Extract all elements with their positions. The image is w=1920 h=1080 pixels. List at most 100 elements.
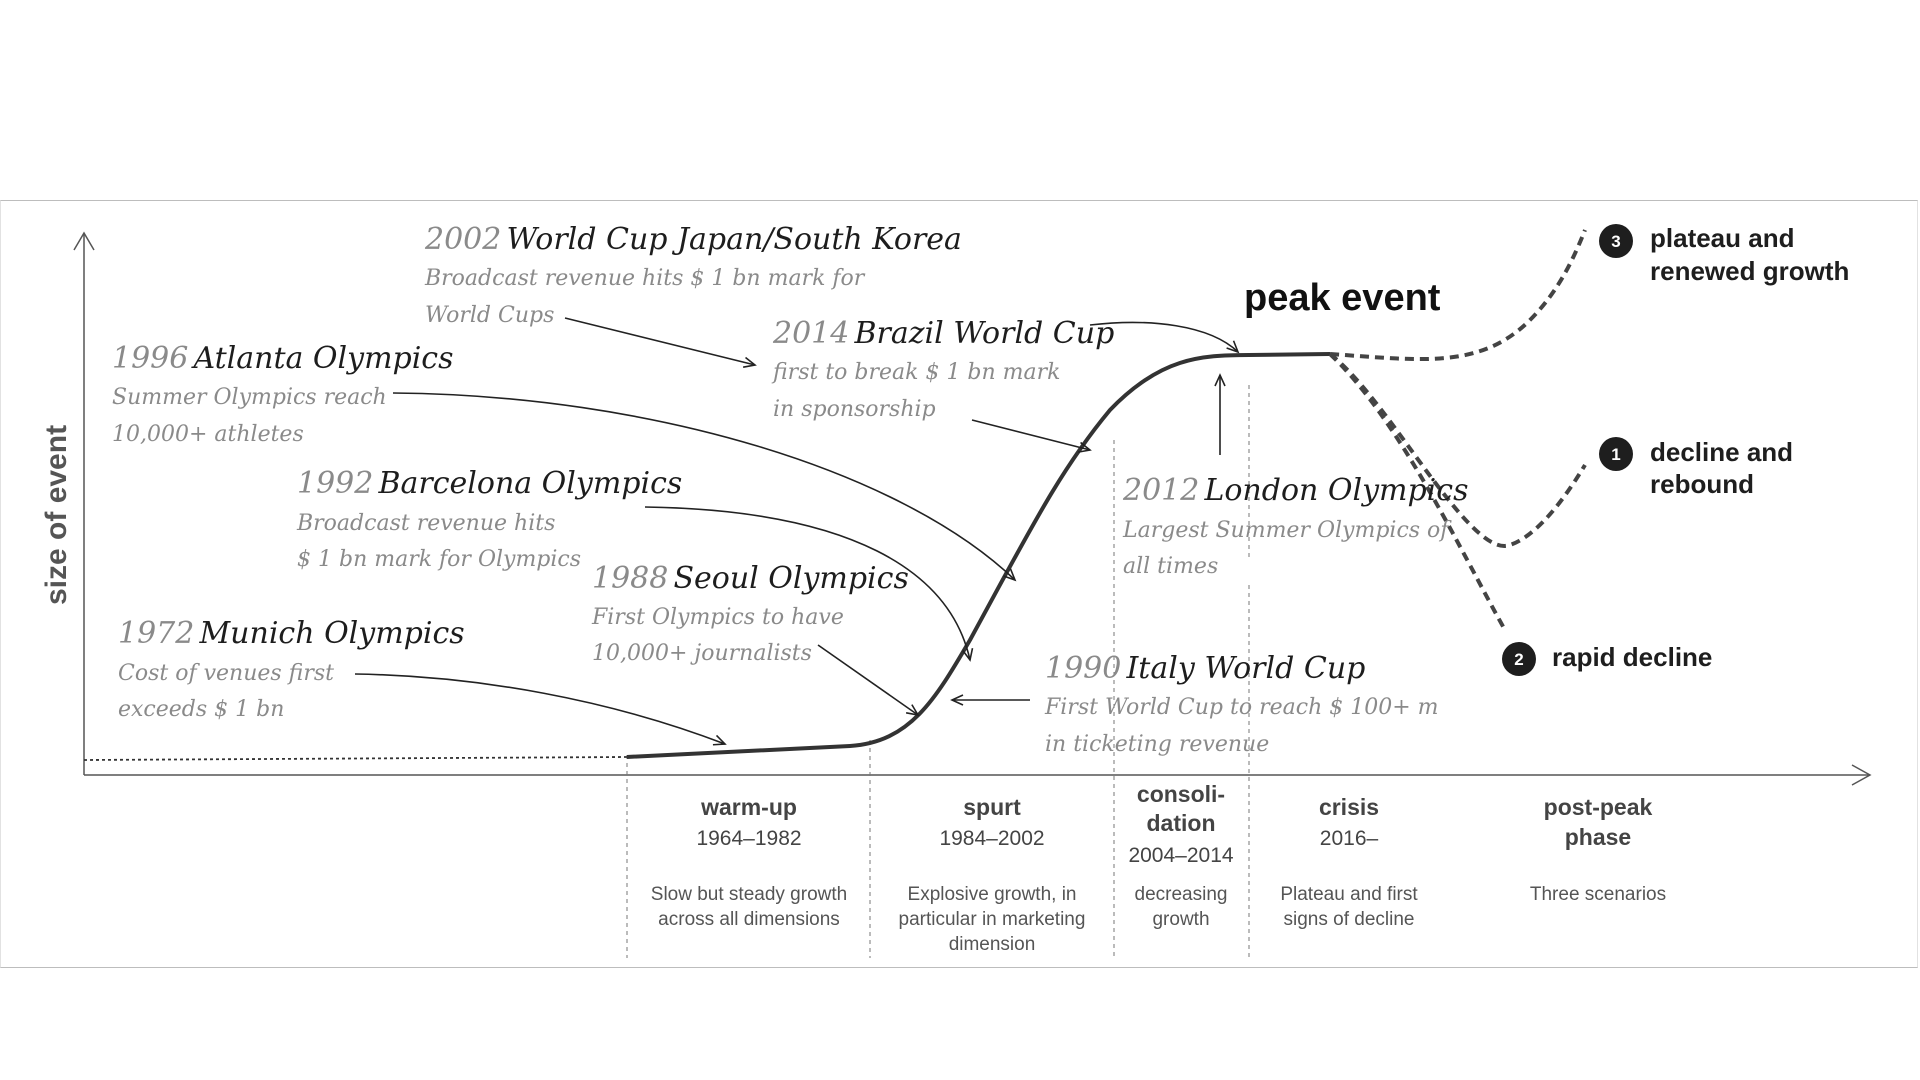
arrow-1988 <box>817 644 920 717</box>
event-desc-line: $ 1 bn mark for Olympics <box>297 547 581 572</box>
arrow-1972 <box>354 673 727 746</box>
event-2014: 2014 Brazil World Cup first to break $ 1… <box>771 316 1114 422</box>
scenario-label-line: plateau and <box>1650 223 1794 253</box>
phase-crisis: crisis 2016– Plateau and first signs of … <box>1280 794 1418 930</box>
event-1990: 1990 Italy World Cup First World Cup to … <box>1044 651 1439 757</box>
phase-desc-line: Slow but steady growth <box>651 884 847 905</box>
scenario-label-line: decline and <box>1650 437 1793 467</box>
y-axis <box>73 231 95 775</box>
svg-text:2012 London Olympics: 2012 London Olympics <box>1122 473 1468 508</box>
event-desc-line: in sponsorship <box>773 397 936 422</box>
event-desc-line: Broadcast revenue hits <box>296 511 555 536</box>
scenario-badge <box>1599 224 1633 258</box>
phase-years: 1984–2002 <box>939 827 1044 850</box>
scenario-3-line <box>1329 229 1587 362</box>
phase-name: crisis <box>1319 794 1379 820</box>
event-name: Brazil World Cup <box>853 316 1114 351</box>
y-axis-label: size of event <box>40 425 73 605</box>
phase-desc-line: signs of decline <box>1284 909 1415 930</box>
event-year: 1996 <box>112 341 188 376</box>
diagram-frame <box>0 200 1918 968</box>
scenario-1-line <box>1328 352 1587 548</box>
scenario-3: 3 plateau and renewed growth <box>1599 223 1849 286</box>
event-desc-line: Broadcast revenue hits $ 1 bn mark for <box>424 266 866 291</box>
event-year: 1992 <box>297 466 373 501</box>
phase-desc-line: Plateau and first <box>1280 884 1418 905</box>
event-year: 1990 <box>1045 651 1121 686</box>
event-year: 2014 <box>772 316 849 351</box>
event-name: Munich Olympics <box>198 616 464 651</box>
event-name: Barcelona Olympics <box>377 466 682 501</box>
event-desc-line: exceeds $ 1 bn <box>118 697 284 722</box>
phase-years: 1964–1982 <box>696 827 801 850</box>
phase-desc-line: growth <box>1152 909 1209 930</box>
svg-text:1990 Italy World Cup: 1990 Italy World Cup <box>1045 651 1365 686</box>
phase-name-line2: phase <box>1565 824 1631 850</box>
svg-text:1996 Atlanta Olympics: 1996 Atlanta Olympics <box>112 341 454 376</box>
event-1996: 1996 Atlanta Olympics Summer Olympics re… <box>112 341 454 447</box>
svg-text:1972 Munich Olympics: 1972 Munich Olympics <box>118 616 465 651</box>
scenario-label-line: rapid decline <box>1552 642 1712 672</box>
phase-years: 2016– <box>1320 827 1379 850</box>
phase-separators <box>626 385 1250 958</box>
arrow-2002 <box>564 317 757 368</box>
scenario-label-line: rebound <box>1650 469 1754 499</box>
svg-text:2002 World Cup Japan/South Kor: 2002 World Cup Japan/South Korea <box>424 222 962 257</box>
phase-warm-up: warm-up 1964–1982 Slow but steady growth… <box>651 794 847 930</box>
event-desc-line: all times <box>1123 554 1218 579</box>
baseline-dotted <box>83 756 628 761</box>
phase-name: spurt <box>963 794 1021 820</box>
event-name: London Olympics <box>1203 473 1468 508</box>
scenario-label-line: renewed growth <box>1650 256 1849 286</box>
phase-name: warm-up <box>700 794 797 820</box>
event-name: World Cup Japan/South Korea <box>506 222 961 257</box>
phase-consolidation: consoli- dation 2004–2014 decreasing gro… <box>1128 781 1233 930</box>
scenario-2: 2 rapid decline <box>1502 642 1712 676</box>
event-name: Atlanta Olympics <box>190 341 453 376</box>
svg-text:2014 Brazil World Cup: 2014 Brazil World Cup <box>772 316 1114 351</box>
event-1992: 1992 Barcelona Olympics Broadcast revenu… <box>296 466 682 572</box>
event-desc-line: Cost of venues first <box>118 661 334 686</box>
event-2002: 2002 World Cup Japan/South Korea Broadca… <box>424 222 962 328</box>
phase-name: post-peak <box>1544 794 1653 820</box>
event-desc-line: Largest Summer Olympics of <box>1122 518 1452 543</box>
event-name: Seoul Olympics <box>673 561 908 596</box>
annotation-arrows <box>354 317 1240 746</box>
event-desc-line: 10,000+ journalists <box>592 641 812 666</box>
scenario-2-line <box>1328 352 1507 631</box>
event-name: Italy World Cup <box>1125 651 1365 686</box>
phase-years: 2004–2014 <box>1128 844 1233 867</box>
scenario-number: 3 <box>1611 232 1620 251</box>
phase-desc-line: Three scenarios <box>1530 884 1666 905</box>
phase-desc-line: decreasing <box>1135 884 1228 905</box>
scenario-1: 1 decline and rebound <box>1599 437 1793 499</box>
peak-event-label: peak event <box>1244 277 1441 319</box>
scenario-badge <box>1502 642 1536 676</box>
event-year: 2002 <box>424 222 501 257</box>
scenario-number: 1 <box>1611 445 1620 464</box>
scenario-badge <box>1599 437 1633 471</box>
event-desc-line: First World Cup to reach $ 100+ m <box>1044 695 1439 720</box>
event-desc-line: first to break $ 1 bn mark <box>771 360 1061 385</box>
event-year: 1988 <box>592 561 668 596</box>
event-desc-line: First Olympics to have <box>591 605 844 630</box>
phase-desc-line: particular in marketing <box>899 909 1086 930</box>
growth-curve <box>626 352 1331 759</box>
phase-spurt: spurt 1984–2002 Explosive growth, in par… <box>899 794 1086 955</box>
phase-name: consoli- <box>1137 781 1225 807</box>
phase-desc-line: Explosive growth, in <box>908 884 1077 905</box>
event-desc-line: 10,000+ athletes <box>112 422 304 447</box>
arrow-1992 <box>644 506 974 662</box>
event-1988: 1988 Seoul Olympics First Olympics to ha… <box>591 561 909 666</box>
arrow-1996 <box>392 392 1017 582</box>
svg-text:1992 Barcelona Olympics: 1992 Barcelona Olympics <box>297 466 682 501</box>
phase-post-peak: post-peak phase Three scenarios <box>1530 794 1666 905</box>
event-year: 1972 <box>118 616 194 651</box>
event-desc-line: Summer Olympics reach <box>112 385 387 410</box>
scenario-number: 2 <box>1514 650 1523 669</box>
phase-desc-line: across all dimensions <box>658 909 840 930</box>
event-1972: 1972 Munich Olympics Cost of venues firs… <box>118 616 465 722</box>
svg-text:1988 Seoul Olympics: 1988 Seoul Olympics <box>592 561 909 596</box>
event-desc-line: in ticketing revenue <box>1045 732 1269 757</box>
